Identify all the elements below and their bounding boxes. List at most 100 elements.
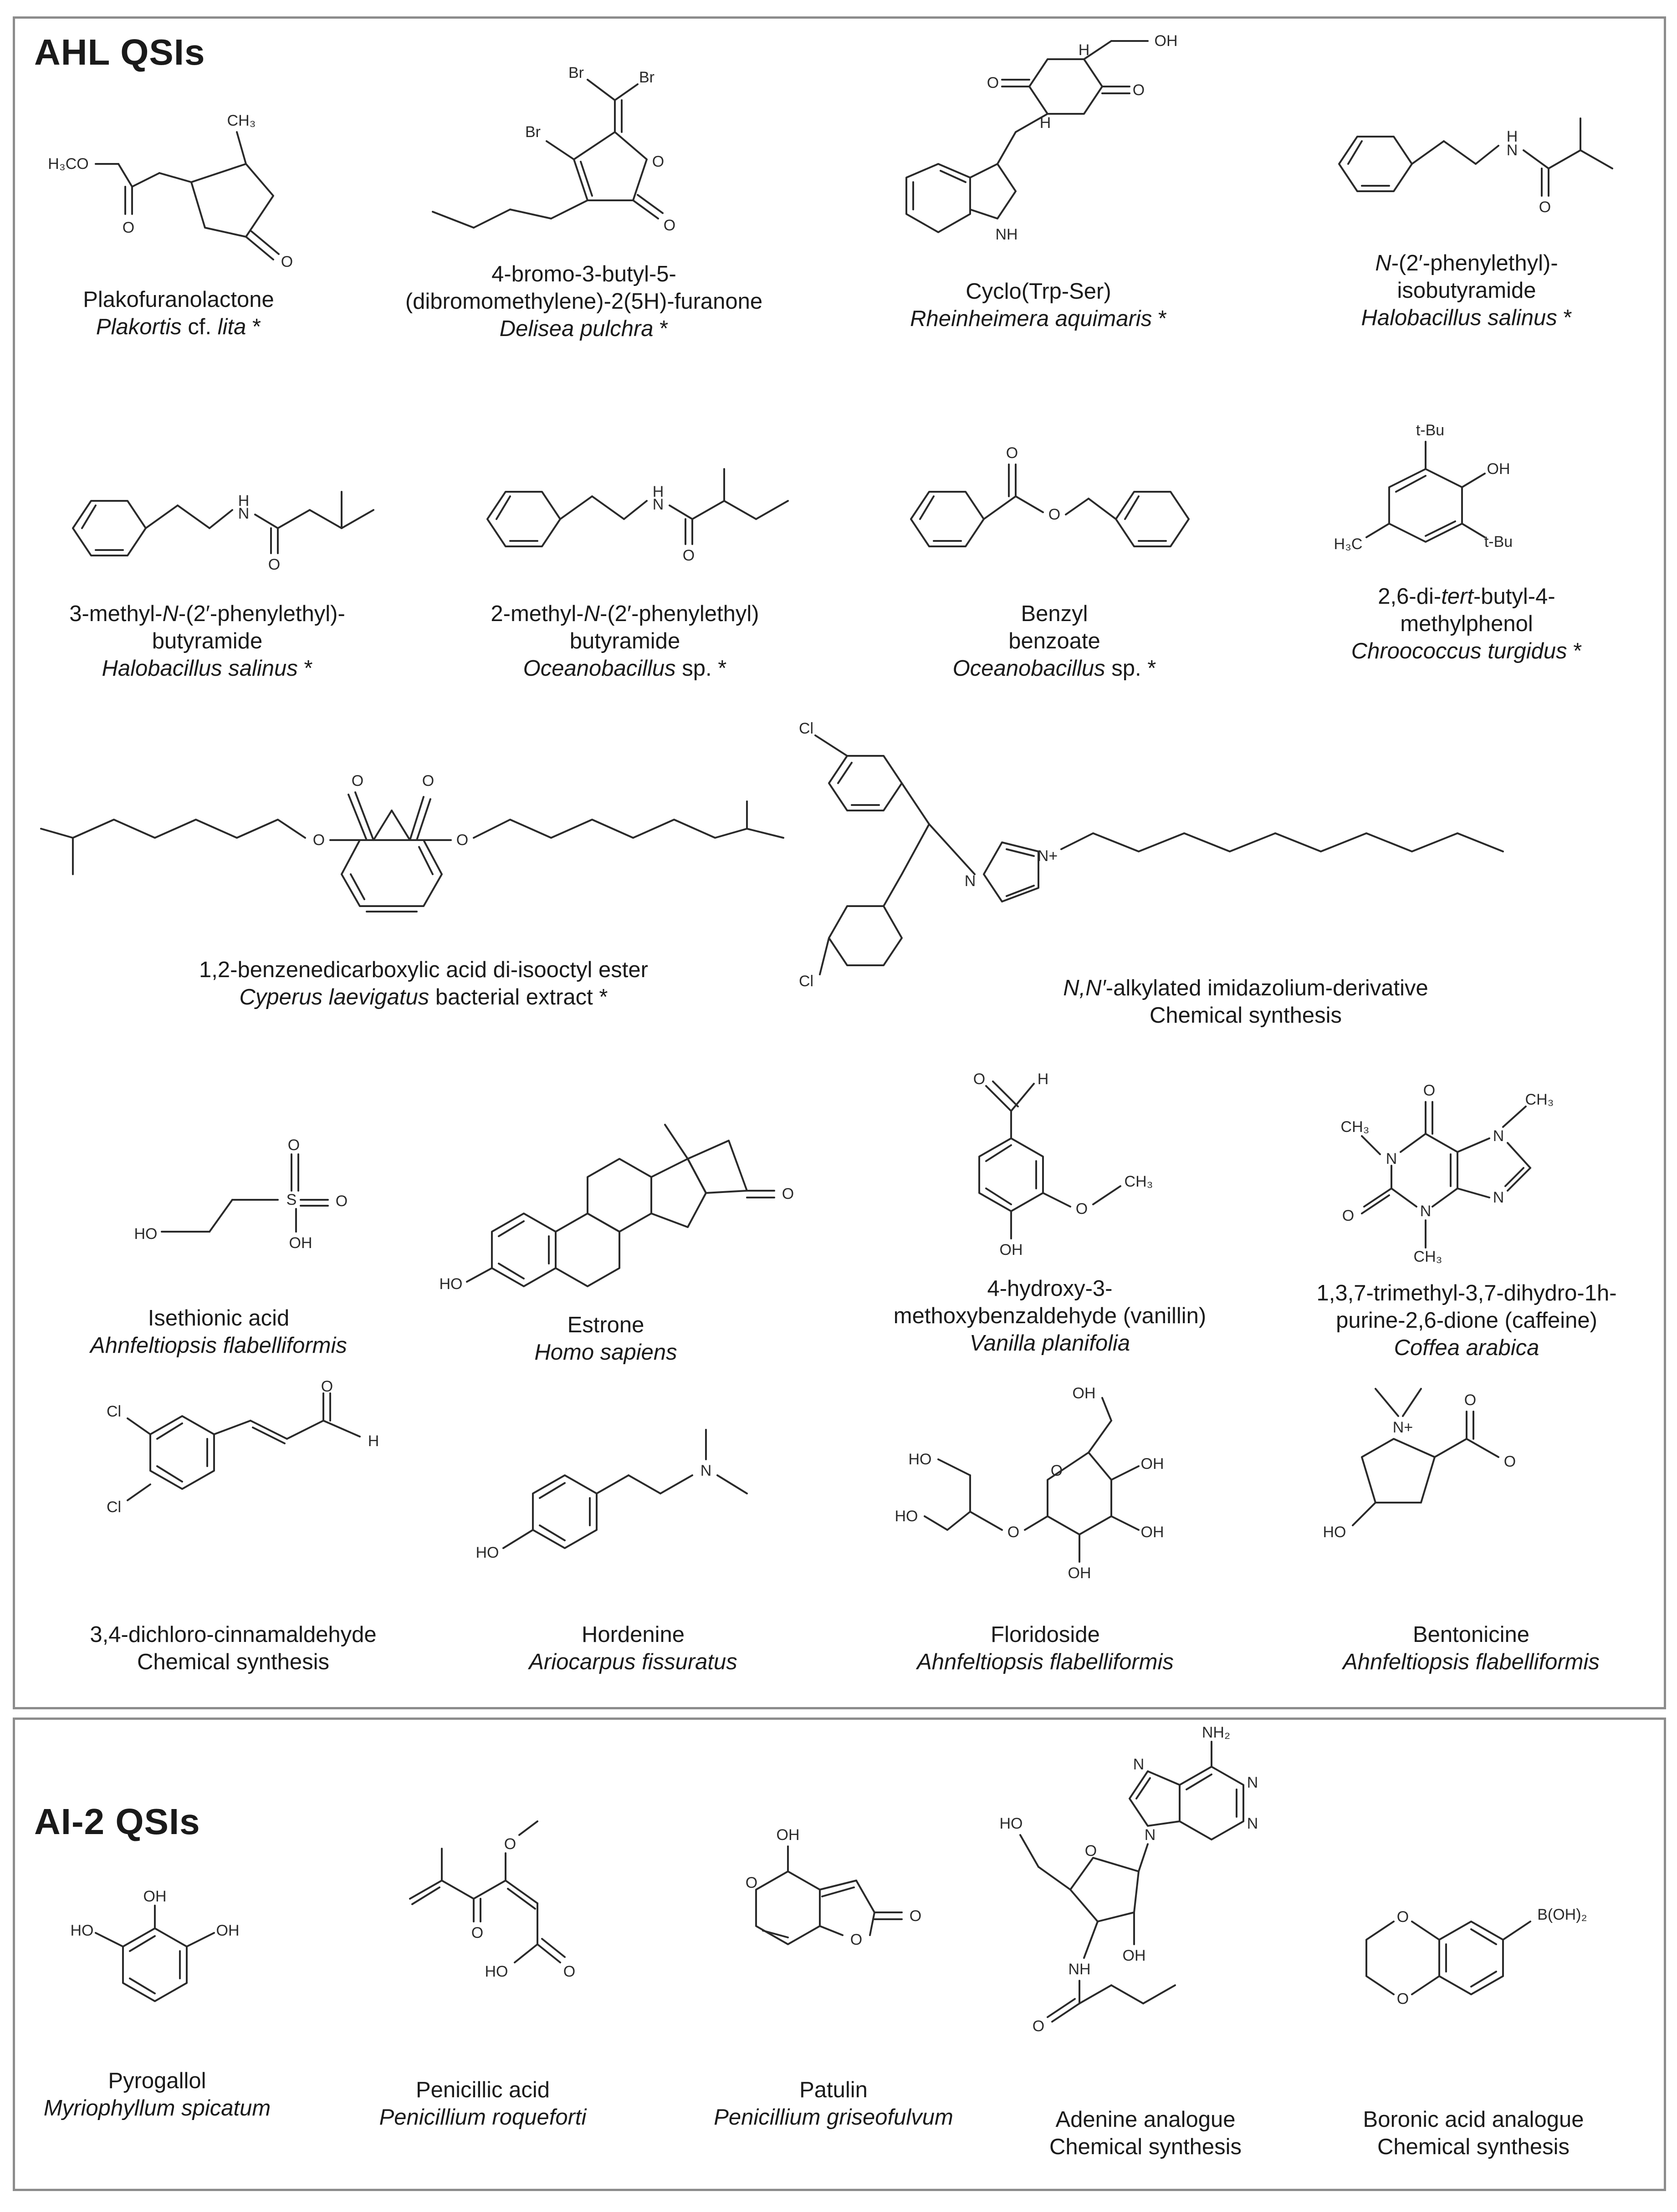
atom-label-ch3: CH₃	[1125, 1173, 1153, 1190]
caption-3-methyl-butyramide: 3-methyl-N-(2′-phenylethyl)- butyramide …	[69, 600, 345, 682]
structure-vanillin: O H O CH₃ OH	[973, 1070, 1153, 1259]
compound-source: Myriophyllum spicatum	[43, 2096, 271, 2120]
compound-source: Ahnfeltiopsis flabelliformis	[917, 1650, 1174, 1674]
compound-source: Chroococcus turgidus *	[1351, 639, 1582, 663]
compound-source: Vanilla planifolia	[969, 1331, 1130, 1356]
compound-name-line2: butyramide	[569, 629, 680, 653]
atom-label-o: O	[1539, 199, 1551, 216]
caption-dichlorocinnam: 3,4-dichloro-cinnamaldehyde Chemical syn…	[90, 1621, 376, 1676]
structure-cyclo-trp-ser: H H O O OH NH	[865, 32, 1178, 243]
structure-caffeine: CH₃ N O N CH₃ N N CH₃ O	[1341, 1082, 1554, 1265]
atom-label-h: H	[1038, 1070, 1049, 1088]
atom-label-ho: HO	[71, 1922, 94, 1939]
ai2-panel: AI-2 QSIs	[13, 1718, 1666, 2191]
caption-imidazolium: N,N′-alkylated imidazolium-derivative Ch…	[1063, 974, 1428, 1029]
compound-source: Homo sapiens	[534, 1340, 677, 1365]
atom-label-n: N	[965, 872, 976, 890]
atom-label-o: O	[782, 1185, 794, 1203]
structure-hordenine: HO N	[476, 1384, 838, 1561]
caption-patulin: Patulin Penicillium griseofulvum	[714, 2076, 953, 2131]
atom-label-o-2: O	[1342, 1207, 1354, 1224]
atom-label-o-4: O	[456, 831, 468, 849]
compound-name-line1: 3-methyl-N-(2′-phenylethyl)-	[69, 601, 345, 626]
compound-name-line2: methylphenol	[1400, 612, 1533, 636]
atom-label-cl: Cl	[799, 720, 813, 737]
caption-phenylethyl-isobutyramide: N-(2′-phenylethyl)- isobutyramide Haloba…	[1361, 250, 1572, 331]
compound-name: 3,4-dichloro-cinnamaldehyde	[90, 1622, 377, 1647]
structure-adenine: NH₂ N N N N O HO OH NH O	[1000, 1724, 1258, 2035]
atom-label-h3co: H₃CO	[48, 155, 88, 173]
compound-source: Penicillium roqueforti	[379, 2105, 587, 2130]
structure-patulin: OH O O O	[746, 1826, 921, 1948]
atom-label-n-4: N	[1145, 1826, 1156, 1844]
atom-label-oh: OH	[777, 1826, 800, 1844]
compound-source: Chemical synthesis	[1049, 2135, 1242, 2159]
atom-label-h: H	[238, 492, 250, 510]
atom-label-o: O	[288, 1137, 300, 1154]
caption-hordenine: Hordenine Ariocarpus fissuratus	[529, 1621, 737, 1676]
compound-source: Ariocarpus fissuratus	[529, 1650, 737, 1674]
compound-name-line2: purine-2,6-dione (caffeine)	[1336, 1308, 1597, 1333]
caption-adenine: Adenine analogue Chemical synthesis	[1049, 2106, 1242, 2161]
atom-label-o: O	[504, 1835, 516, 1853]
structure-floridoside: OH O OH OH OH O HO HO	[895, 1385, 1164, 1582]
structure-2-methyl-butyramide: H N O	[469, 446, 815, 564]
caption-benzyl-benzoate: Benzyl benzoate Oceanobacillus sp. *	[953, 600, 1156, 682]
atom-label-o: O	[973, 1070, 985, 1088]
caption-diisooctyl: 1,2-benzenedicarboxylic acid di-isooctyl…	[199, 956, 648, 1011]
compound-name: Plakofuranolactone	[83, 287, 274, 312]
atom-label-ch3-2: CH₃	[1525, 1091, 1554, 1108]
caption-bentonicine: Bentonicine Ahnfeltiopsis flabelliformis	[1343, 1621, 1600, 1676]
atom-label-oh: OH	[1487, 460, 1510, 478]
compound-name-line1: 4-hydroxy-3-	[987, 1276, 1113, 1301]
compound-name-line2: (dibromomethylene)-2(5H)-furanone	[405, 289, 763, 314]
atom-label-nh2: NH₂	[1202, 1724, 1230, 1741]
atom-label-o-2: O	[1397, 1990, 1409, 2008]
compound-name: Estrone	[567, 1313, 644, 1337]
compound-name-line1: 2,6-di-tert-butyl-4-	[1378, 584, 1555, 609]
atom-label-oh-4: OH	[1068, 1565, 1091, 1582]
atom-label-o-2: O	[1133, 82, 1145, 99]
compound-source: Cyperus laevigatus bacterial extract *	[239, 985, 608, 1009]
structure-bromofuranone: Br Br O O Br	[410, 64, 675, 234]
compound-name: Floridoside	[991, 1622, 1100, 1647]
compound-source: Chemical synthesis	[137, 1650, 330, 1674]
compound-name-line1: 4-bromo-3-butyl-5-	[491, 262, 676, 286]
compound-name-line1: Benzyl	[1021, 601, 1088, 626]
atom-label-oh: OH	[1155, 32, 1178, 50]
atom-label-o: O	[123, 219, 134, 236]
compound-name: Hordenine	[581, 1622, 685, 1647]
atom-label-ho: HO	[909, 1451, 932, 1468]
atom-label-oh-3: OH	[1141, 1524, 1164, 1541]
atom-label-br-2: Br	[639, 69, 654, 86]
atom-label-ho: HO	[1000, 1815, 1023, 1832]
caption-dtbmp: 2,6-di-tert-butyl-4- methylphenol Chrooc…	[1351, 583, 1582, 665]
atom-label-nplus: N+	[1038, 847, 1058, 865]
atom-label-o-2: O	[850, 1931, 862, 1948]
caption-plakofuranolactone: Plakofuranolactone Plakortis cf. lita *	[83, 286, 274, 341]
atom-label-h: H	[1507, 128, 1518, 145]
atom-label-ho: HO	[476, 1544, 499, 1561]
atom-label-oh: OH	[1123, 1947, 1146, 1964]
caption-floridoside: Floridoside Ahnfeltiopsis flabelliformis	[917, 1621, 1174, 1676]
compound-name-line1: N-(2′-phenylethyl)-	[1375, 251, 1558, 275]
atom-label-n-3: N	[1133, 1756, 1145, 1773]
atom-label-n-2: N	[1247, 1815, 1258, 1832]
atom-label-h: H	[368, 1432, 379, 1450]
atom-label-boh2: B(OH)₂	[1537, 1906, 1587, 1923]
compound-name: 1,2-benzenedicarboxylic acid di-isooctyl…	[199, 958, 648, 982]
atom-label-o: O	[652, 153, 664, 170]
atom-label-n: N	[653, 496, 664, 513]
structure-penicillic: O O HO O	[355, 1803, 575, 1980]
atom-label-o: O	[321, 1378, 333, 1395]
atom-label-o: O	[1085, 1842, 1097, 1860]
compound-name-line2: isobutyramide	[1397, 278, 1536, 303]
compound-source: Ahnfeltiopsis flabelliformis	[1343, 1650, 1600, 1674]
structure-boronic: O O B(OH)₂	[1348, 1906, 1587, 2008]
atom-label-br: Br	[568, 64, 584, 82]
ai2-panel-title: AI-2 QSIs	[34, 1801, 200, 1842]
atom-label-o-2: O	[281, 253, 293, 270]
structure-bentonicine: N+ O O HO	[1323, 1375, 1516, 1541]
atom-label-ho: HO	[134, 1225, 158, 1243]
atom-label-tbu-2: t-Bu	[1484, 533, 1513, 550]
